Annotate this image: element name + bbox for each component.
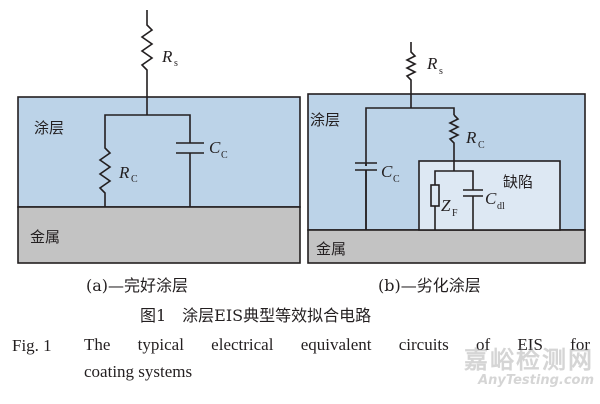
- panel-b-zf-element-icon: [430, 184, 440, 230]
- title-word: circuits: [398, 335, 449, 354]
- panel-b-top-wire: [365, 107, 455, 166]
- title-word: of: [476, 335, 491, 354]
- panel-b-coating-label: 涂层: [310, 111, 340, 129]
- panel-a-branch-top-wire: [98, 114, 191, 207]
- panel-b-rs-sub: s: [439, 66, 443, 77]
- panel-b-zf-sub: F: [452, 208, 458, 219]
- panel-b-cdl-sub: dl: [497, 201, 505, 212]
- title-word: for: [570, 335, 590, 354]
- panel-a-metal-substrate: [17, 206, 301, 264]
- panel-a-coating-label: 涂层: [34, 119, 64, 137]
- figure-title-en-line2: coating systems: [84, 362, 193, 381]
- panel-a-rc-sub: C: [131, 174, 138, 185]
- panel-b-metal-substrate: [307, 229, 586, 264]
- title-word: electrical: [211, 335, 274, 354]
- panel-b-rc-label: R: [465, 128, 477, 147]
- panel-b-cdl-capacitor-icon: [463, 189, 483, 230]
- panel-b-zf-label: Z: [441, 196, 451, 215]
- panel-b-caption: (b)—劣化涂层: [378, 276, 481, 295]
- panel-a-coating-layer: [17, 96, 301, 208]
- panel-a-cc-label: C: [209, 138, 221, 157]
- panel-b-rc-resistor-icon: [448, 114, 460, 171]
- figure-title-en-line1: The typical electrical equivalent circui…: [84, 335, 590, 355]
- watermark-en: AnyTesting.com: [478, 373, 594, 388]
- panel-b-metal-label: 金属: [316, 240, 346, 258]
- panel-b-rc-sub: C: [478, 140, 485, 151]
- panel-a-rc-label: R: [118, 163, 130, 182]
- title-word: typical: [137, 335, 184, 354]
- panel-a-metal-label: 金属: [30, 228, 60, 246]
- panel-b-defect-region: [418, 160, 561, 231]
- panel-b-rs-resistor-icon: [405, 42, 417, 108]
- panel-a-rs-sub: s: [174, 58, 178, 69]
- panel-b-defect-label: 缺陷: [503, 173, 533, 191]
- panel-b-degraded-coating: 涂层 金属 缺陷 R s R C C C Z F: [307, 42, 586, 264]
- circuit-diagrams: 涂层 金属 R s R C C C 涂层 金属 缺陷 R s: [17, 10, 586, 264]
- figure-title-en: Fig. 1 The typical electrical equivalent…: [12, 335, 592, 382]
- panel-a-rs-resistor-icon: [140, 10, 154, 115]
- panel-a-cc-sub: C: [221, 150, 228, 161]
- figure-title-cn: 图1 涂层EIS典型等效拟合电路: [140, 306, 372, 325]
- panel-b-rs-label: R: [426, 54, 438, 73]
- panel-b-cdl-label: C: [485, 189, 497, 208]
- panel-b-inner-branch-wire: [434, 170, 474, 190]
- figure-label-en: Fig. 1: [12, 336, 52, 355]
- panel-a-cc-capacitor-icon: [176, 142, 204, 207]
- watermark-cn: 嘉峪检测网: [464, 346, 594, 374]
- panel-b-cc-label: C: [381, 162, 393, 181]
- watermark: 嘉峪检测网 AnyTesting.com: [464, 340, 594, 388]
- panel-b-cc-sub: C: [393, 174, 400, 185]
- title-word: The: [84, 335, 111, 354]
- panel-a-caption: (a)—完好涂层: [86, 276, 189, 295]
- panel-a-rs-label: R: [161, 47, 173, 66]
- panel-a-intact-coating: 涂层 金属 R s R C C C: [17, 10, 301, 264]
- title-word: EIS: [517, 335, 543, 354]
- panel-b-cc-capacitor-icon: [355, 162, 377, 230]
- title-word: equivalent: [300, 335, 372, 354]
